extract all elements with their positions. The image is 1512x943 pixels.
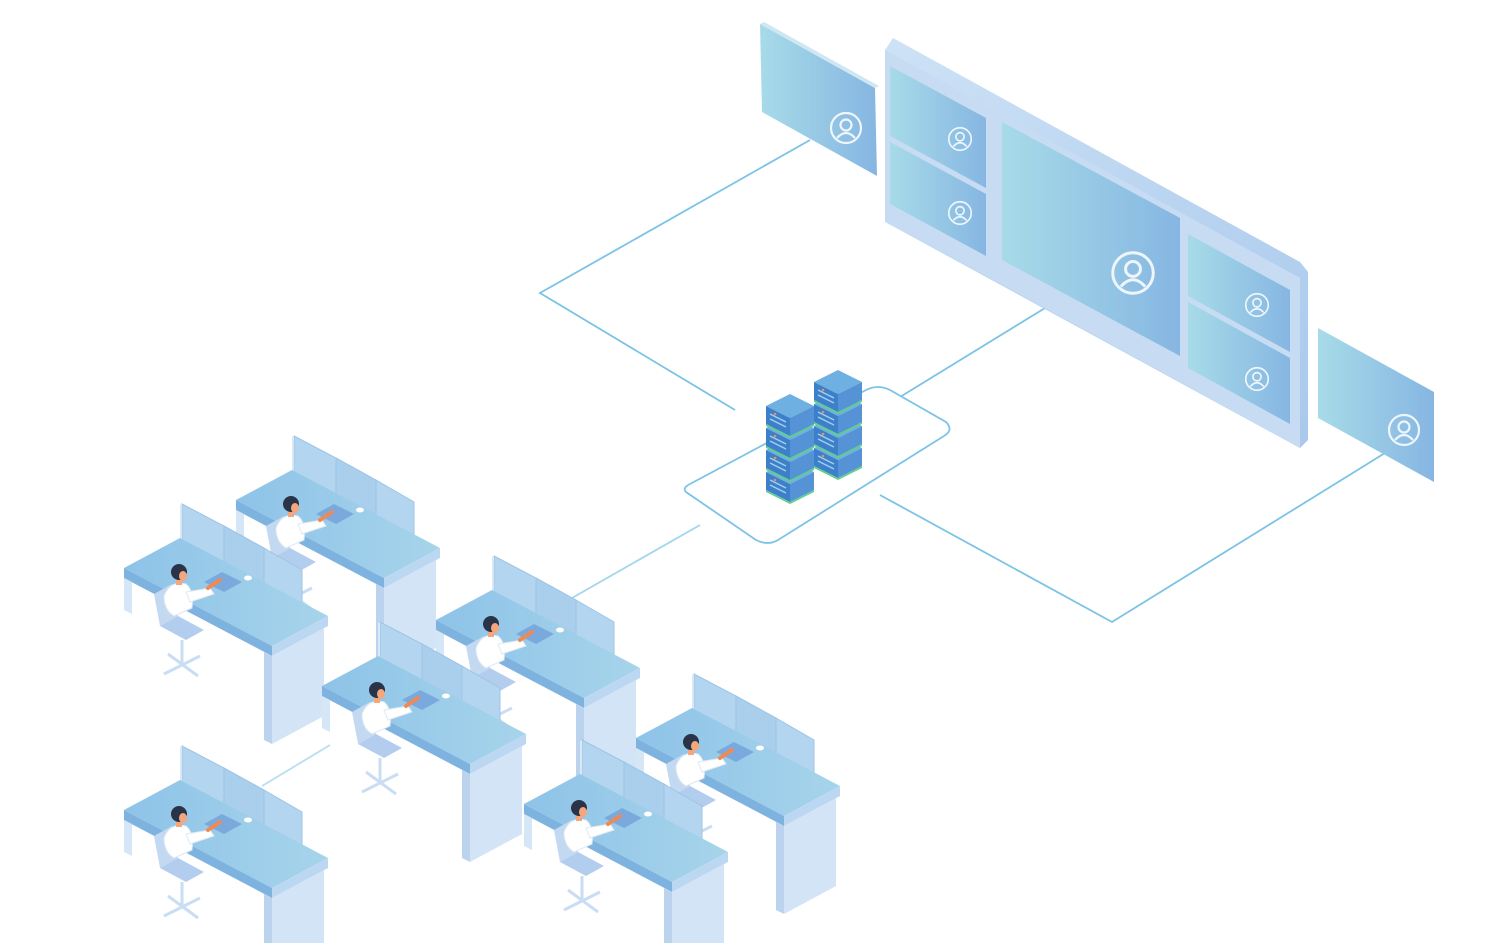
wall-panel-4: [1188, 302, 1290, 424]
edge-left-screen-server: [538, 139, 811, 411]
edge-right-screen-server: [879, 452, 1386, 624]
left-screen: [760, 22, 879, 176]
connection-lines: [261, 139, 1386, 787]
wall-panel-main: [1002, 122, 1180, 356]
wall-panel-2: [890, 142, 986, 256]
video-wall: [885, 38, 1308, 448]
edge-workstation-extra: [261, 744, 331, 787]
wall-panel-3: [1188, 234, 1290, 352]
wall-panel-1: [890, 66, 986, 188]
operator-workstation-icon: [122, 744, 330, 943]
edge-server-workstations: [571, 524, 701, 599]
edge-wall-server: [899, 304, 1051, 398]
right-screen: [1318, 328, 1434, 482]
